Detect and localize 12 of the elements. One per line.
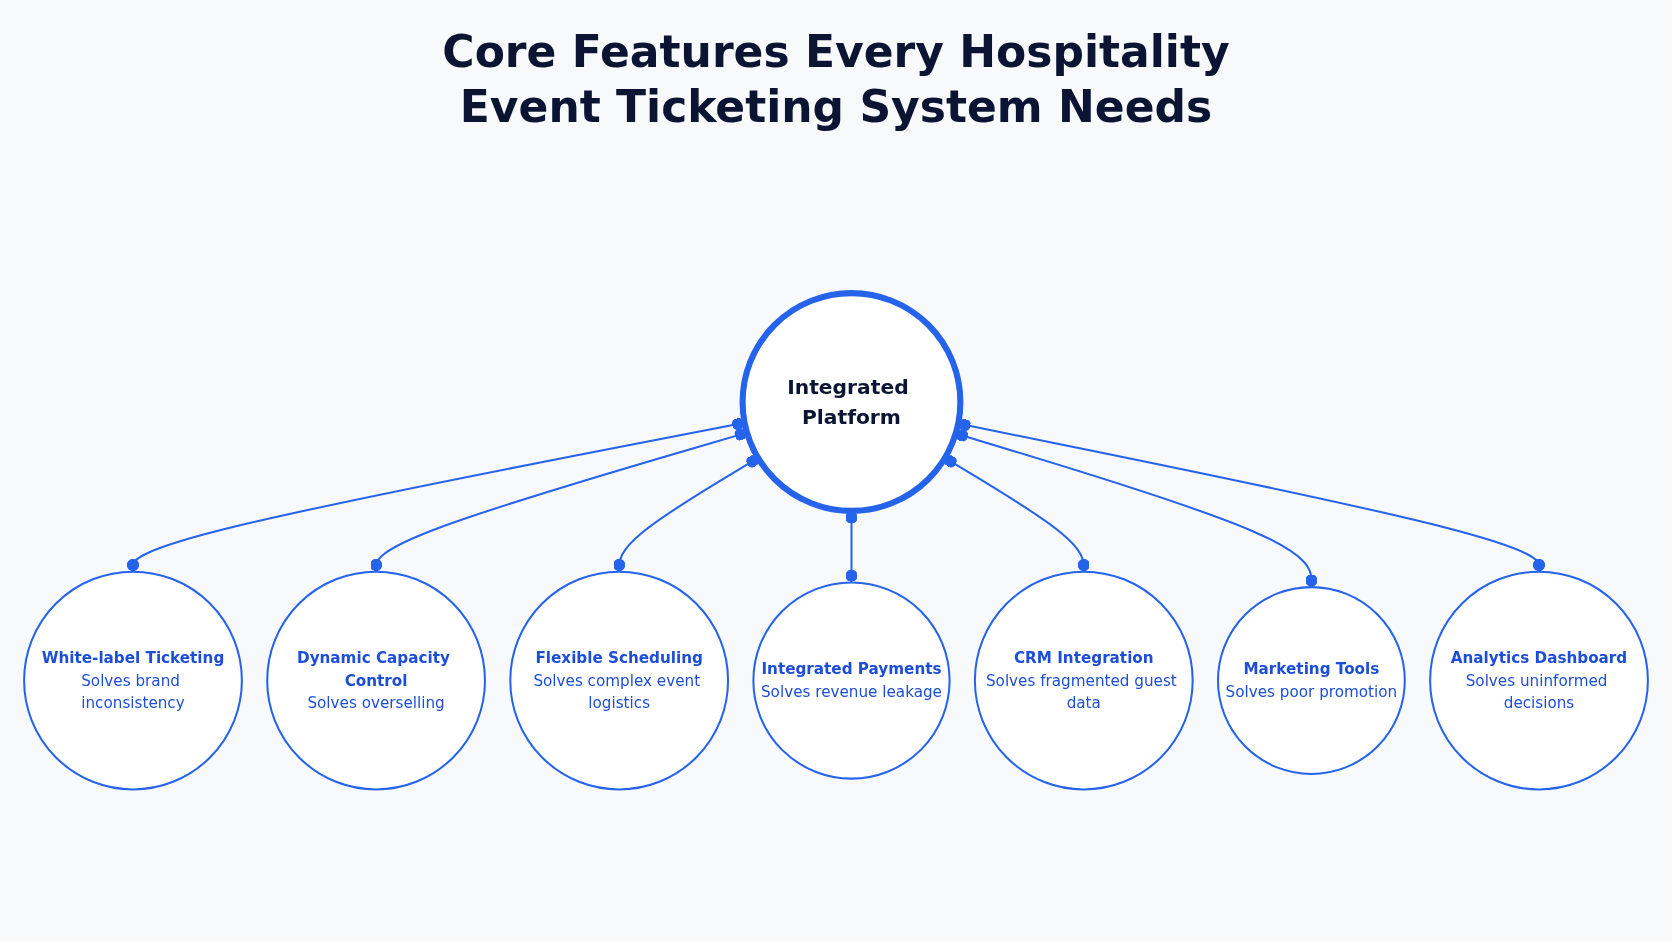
node-circle: White-label Ticketing Solves brand inconsistency [23, 570, 243, 791]
connector [613, 455, 759, 572]
node-circle: Flexible Scheduling Solves complex event logistics [509, 570, 730, 791]
node-circle: Marketing Tools Solves poor promotion [1216, 586, 1406, 776]
node-circle: CRM Integration Solves fragmented guest data [973, 570, 1194, 791]
node-circle: Dynamic Capacity Control Solves overselling [266, 570, 486, 791]
connector [955, 429, 1318, 588]
node-circle: Integrated Platform [739, 290, 964, 515]
title: Core Features Every Hospitality Event Ticketing System Needs [441, 25, 1231, 134]
node-circle: Analytics Dashboard Solves uninformed decisions [1429, 570, 1649, 791]
node-circle: Integrated Payments Solves revenue leakage [752, 581, 951, 780]
connector [944, 455, 1090, 572]
